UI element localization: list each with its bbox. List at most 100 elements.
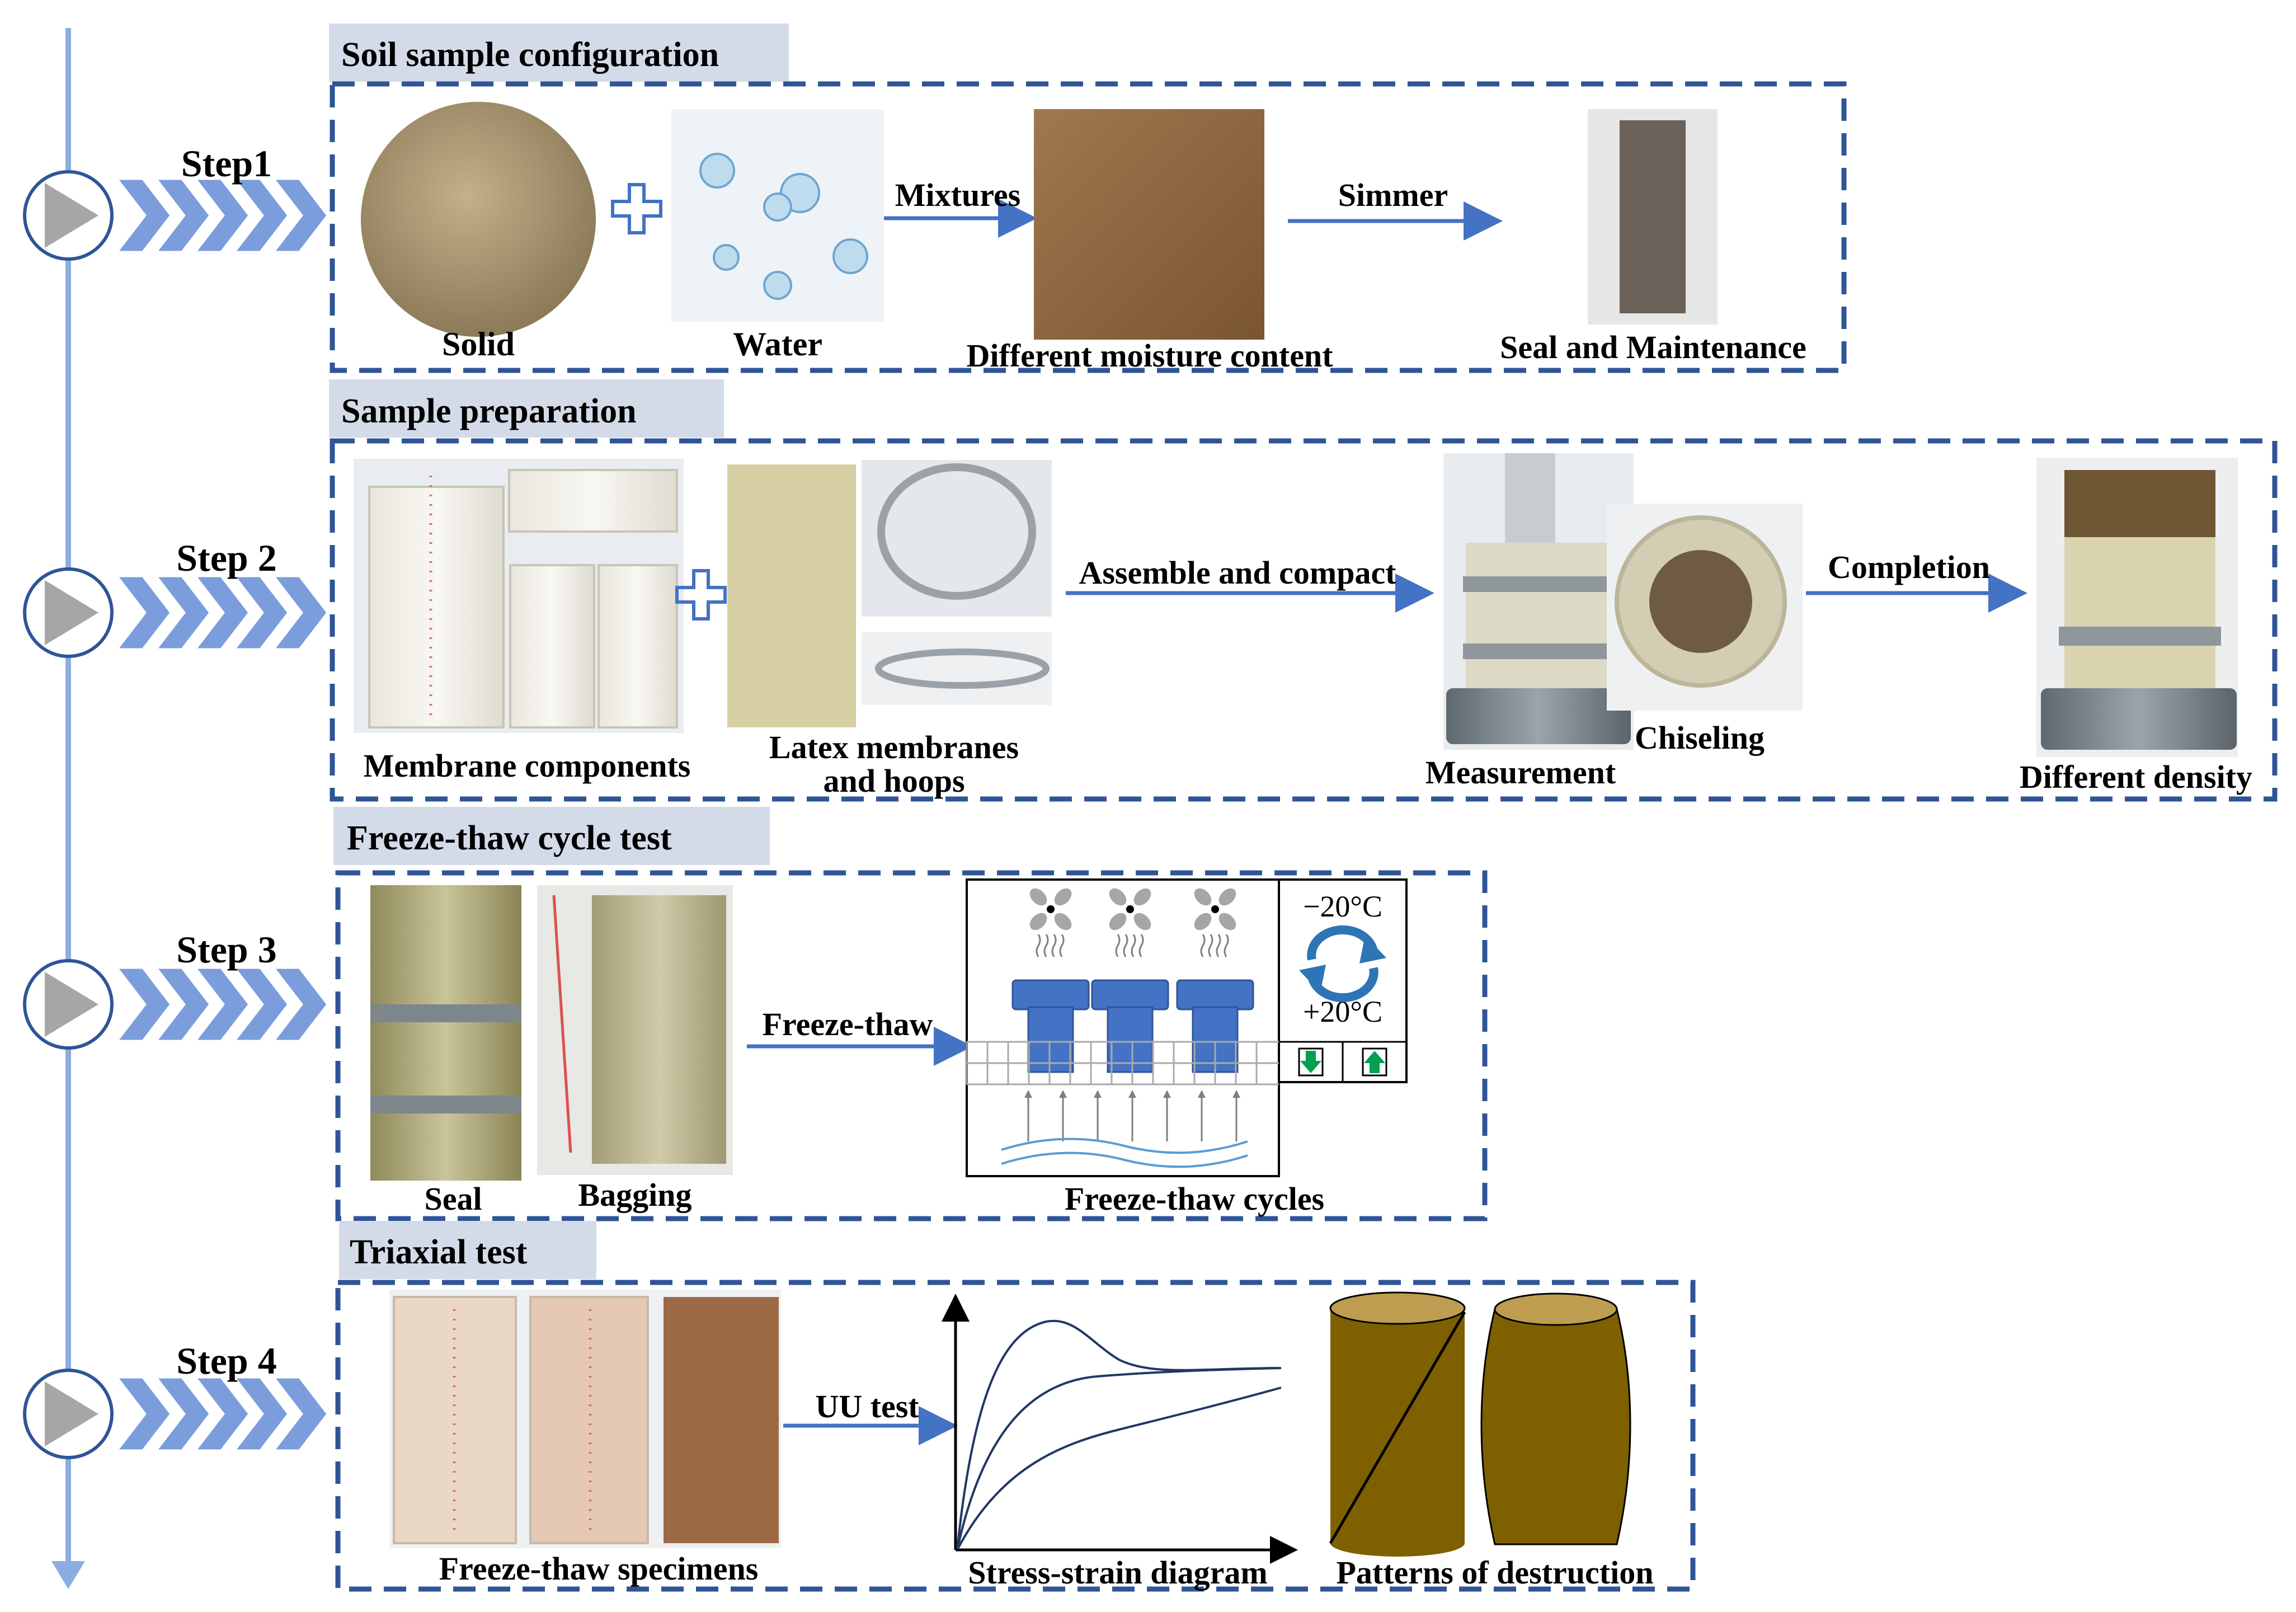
mixtures-label: Mixtures [895, 177, 1020, 213]
hoop-ring-bottom [875, 648, 1050, 689]
water-caption: Water [733, 326, 822, 363]
chevron-icon [233, 1376, 289, 1451]
sealed-bag-content [1620, 120, 1686, 313]
step3-frame [335, 870, 1488, 1221]
solid-caption: Solid [442, 326, 515, 363]
specimen-1 [393, 1296, 517, 1544]
density-caption: Different density [2020, 759, 2252, 795]
bulging-failure-specimen [1480, 1293, 1631, 1545]
finished-base [2041, 688, 2237, 750]
solid-soil-photo [361, 102, 596, 337]
step-label-2: Step 2 [176, 537, 276, 579]
mold-tube-large [368, 486, 505, 729]
moist-soil-photo [1034, 109, 1264, 340]
assemble-label: Assemble and compact [1079, 554, 1396, 591]
membrane-caption: Membrane components [364, 748, 691, 784]
step1-header: Soil sample configuration [341, 36, 719, 74]
play-triangle-icon [45, 972, 98, 1037]
specimen-cylinder-icon [1176, 979, 1254, 1073]
chevron-icon [272, 967, 328, 1042]
chevron-icon [194, 1376, 250, 1451]
fan-icon [1194, 888, 1236, 957]
chamber-caption: Freeze-thaw cycles [1065, 1181, 1324, 1217]
step2-frame [330, 438, 2278, 802]
latex-caption-line1: Latex membranes [769, 729, 1019, 765]
specimen-cylinder-icon [1091, 979, 1169, 1073]
chevron-icon [115, 575, 172, 650]
chevron-icon [194, 178, 250, 253]
latex-caption-line2: and hoops [823, 763, 964, 799]
down-arrow-icon [1298, 1047, 1324, 1077]
step-marker-3: Step 3 [23, 928, 328, 1050]
mold-half-left [509, 564, 595, 729]
measure-base [1446, 688, 1631, 744]
chevron-icon [272, 178, 328, 253]
finished-top [2064, 470, 2215, 543]
plus-icon-2 [675, 569, 727, 621]
chevron-icon [233, 575, 289, 650]
stress-curve-hardening [957, 1387, 1282, 1549]
stress-curve-softening [957, 1319, 1282, 1545]
measure-tube [1466, 543, 1611, 688]
bagged-body [592, 895, 726, 1164]
mold-collar [508, 469, 678, 533]
step-marker-1: Step1 [23, 142, 328, 261]
step-label-4: Step 4 [176, 1340, 276, 1382]
chisel-soil [1649, 550, 1752, 653]
seal-hoop-top [370, 1004, 521, 1022]
plus-icon [611, 183, 662, 234]
step-marker-4: Step 4 [23, 1340, 328, 1459]
step4-frame [335, 1280, 1696, 1592]
bagging-caption: Bagging [578, 1177, 691, 1213]
specimen-cylinder-icon [1011, 979, 1090, 1073]
step1-frame [330, 81, 1847, 373]
sealed-specimen-photo [370, 885, 521, 1181]
play-triangle-icon [45, 1381, 98, 1446]
chevron-icon [154, 178, 211, 253]
play-triangle-icon [45, 183, 98, 248]
seal-hoop-bottom [370, 1096, 521, 1113]
seal-caption: Seal [424, 1181, 482, 1217]
chevron-icon [154, 575, 211, 650]
simmer-label: Simmer [1338, 177, 1448, 213]
specimen-2 [529, 1296, 649, 1544]
step3-header: Freeze-thaw cycle test [347, 819, 672, 857]
stress-strain-caption: Stress-strain diagram [968, 1554, 1267, 1591]
chevron-icon [194, 967, 250, 1042]
chevron-icon [194, 575, 250, 650]
uu-test-label: UU test [815, 1388, 919, 1425]
chevron-icon [115, 178, 172, 253]
freeze-thaw-label: Freeze-thaw [763, 1006, 933, 1042]
hoop-ring-top [877, 463, 1036, 600]
water-droplet-icons [699, 153, 868, 300]
step-label-3: Step 3 [176, 928, 276, 971]
temp-low-label: −20°C [1303, 890, 1382, 923]
specimens-caption: Freeze-thaw specimens [439, 1550, 759, 1587]
chevron-icon [154, 1376, 211, 1451]
up-arrow-icon [1362, 1047, 1387, 1077]
step-marker-2: Step 2 [23, 537, 328, 658]
bag-seal-line [552, 895, 572, 1153]
measure-ruler [1505, 453, 1555, 548]
chevron-icon [272, 1376, 328, 1451]
seal-maintenance-caption: Seal and Maintenance [1500, 329, 1806, 365]
play-triangle-icon [45, 580, 98, 645]
hoop-photo-bottom [862, 632, 1052, 705]
measure-hoop-top [1463, 576, 1614, 592]
chamber-grid [967, 1041, 1279, 1085]
measure-hoop-bottom [1463, 643, 1614, 659]
stress-curve-middle [957, 1367, 1282, 1548]
patterns-caption: Patterns of destruction [1336, 1554, 1653, 1591]
fan-icon [1029, 888, 1072, 957]
step-label-1: Step1 [181, 142, 272, 185]
cycle-arrowhead-2 [1299, 965, 1326, 993]
chevron-icon [115, 967, 172, 1042]
chamber-grid-verticals [966, 1042, 1258, 1084]
hoop-photo-top [862, 460, 1052, 617]
finished-hoop [2059, 627, 2221, 646]
timeline-arrowhead [51, 1561, 85, 1589]
chevron-icon [115, 1376, 172, 1451]
fan-icon [1109, 888, 1151, 957]
cycle-arrowhead-1 [1359, 936, 1386, 964]
